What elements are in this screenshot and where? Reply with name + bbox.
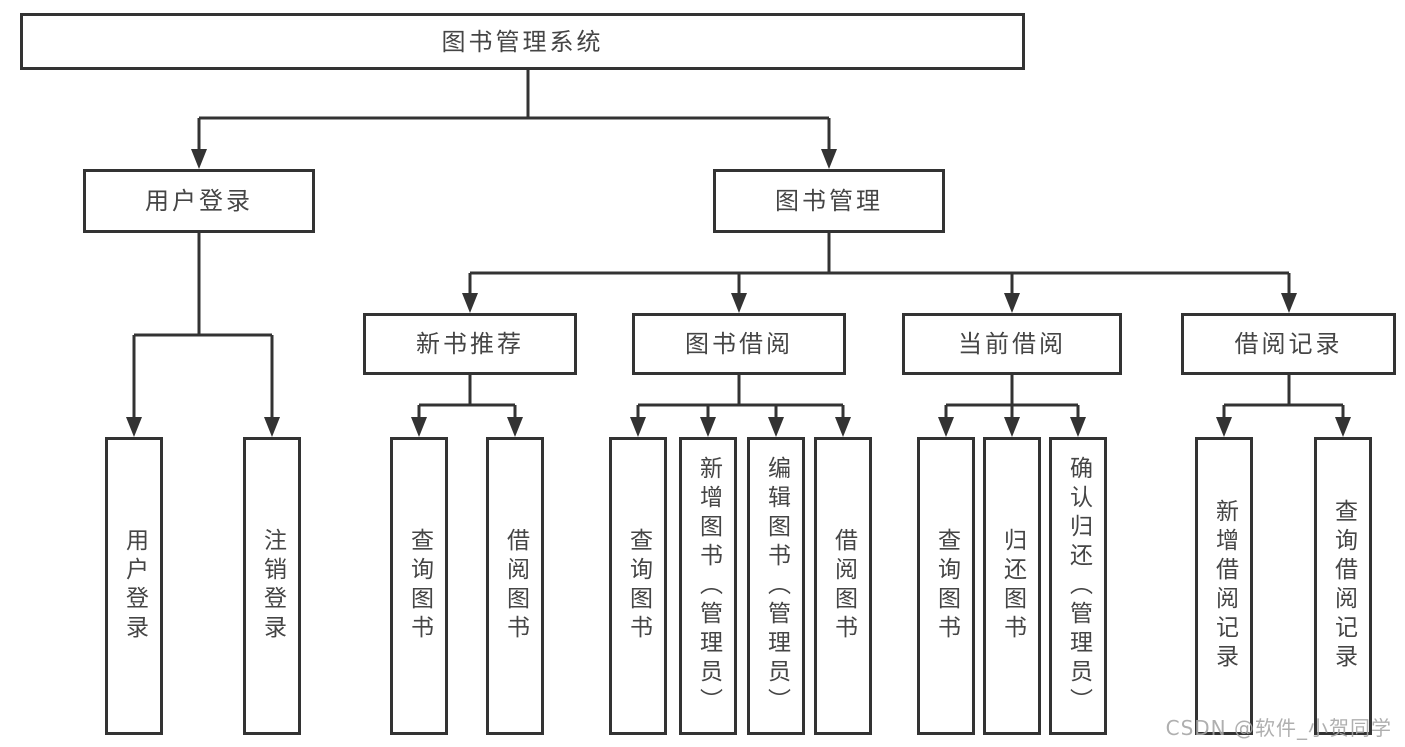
node-label: 图书管理系统 [441,27,604,56]
arrowheads [126,149,1351,437]
leaf-query-borrow-record: 查询借阅记录 [1314,437,1372,735]
leaf-add-book-admin: 新增图书（管理员） [679,437,737,735]
node-label: 借阅图书 [502,528,529,644]
node-label: 新增图书（管理员） [695,455,722,717]
arrowhead [1281,293,1297,313]
node-book-borrowing: 图书借阅 [632,313,846,375]
leaf-query-books-borrowing: 查询图书 [609,437,667,735]
node-label: 查询借阅记录 [1330,499,1357,673]
node-label: 新书推荐 [416,330,524,358]
csdn-watermark: CSDN @软件_小贺同学 [1165,716,1392,740]
arrowhead [700,417,716,437]
node-label: 编辑图书（管理员） [763,455,790,717]
arrowhead [731,293,747,313]
arrowhead [1216,417,1232,437]
node-label: 用户登录 [145,187,253,215]
node-label: 查询图书 [933,528,960,644]
node-label: 借阅记录 [1234,330,1343,358]
leaf-borrow-books-borrowing: 借阅图书 [814,437,872,735]
arrowhead [938,417,954,437]
node-label: 借阅图书 [830,528,857,644]
node-user-login: 用户登录 [83,169,315,233]
arrowhead [191,149,207,169]
arrowhead [1004,417,1020,437]
arrowhead [411,417,427,437]
node-current-borrowing: 当前借阅 [902,313,1122,375]
node-label: 图书管理 [775,187,883,215]
leaf-user-login: 用户登录 [105,437,163,735]
node-label: 归还图书 [999,528,1026,644]
node-label: 当前借阅 [958,330,1066,358]
leaf-query-books-current: 查询图书 [917,437,975,735]
connector-path [132,70,1345,420]
arrowhead [462,293,478,313]
node-label: 确认归还（管理员） [1065,455,1092,717]
node-book-management: 图书管理 [713,169,945,233]
node-new-book-recommend: 新书推荐 [363,313,577,375]
node-label: 查询图书 [625,528,652,644]
node-label: 用户登录 [121,528,148,644]
arrowhead [126,417,142,437]
arrowhead [768,417,784,437]
leaf-logout: 注销登录 [243,437,301,735]
arrowhead [630,417,646,437]
arrowhead [835,417,851,437]
leaf-add-borrow-record: 新增借阅记录 [1195,437,1253,735]
node-library-system: 图书管理系统 [20,13,1025,70]
arrowhead [507,417,523,437]
leaf-edit-book-admin: 编辑图书（管理员） [747,437,805,735]
leaf-query-books-recommend: 查询图书 [390,437,448,735]
leaf-return-book: 归还图书 [983,437,1041,735]
node-label: 图书借阅 [685,330,793,358]
node-label: 查询图书 [406,528,433,644]
arrowhead [1070,417,1086,437]
node-label: 新增借阅记录 [1211,499,1238,673]
arrowhead [264,417,280,437]
leaf-borrow-books-recommend: 借阅图书 [486,437,544,735]
arrowhead [1335,417,1351,437]
arrowhead [821,149,837,169]
arrowhead [1004,293,1020,313]
leaf-confirm-return-admin: 确认归还（管理员） [1049,437,1107,735]
node-label: 注销登录 [259,528,286,644]
node-borrowing-records: 借阅记录 [1181,313,1396,375]
